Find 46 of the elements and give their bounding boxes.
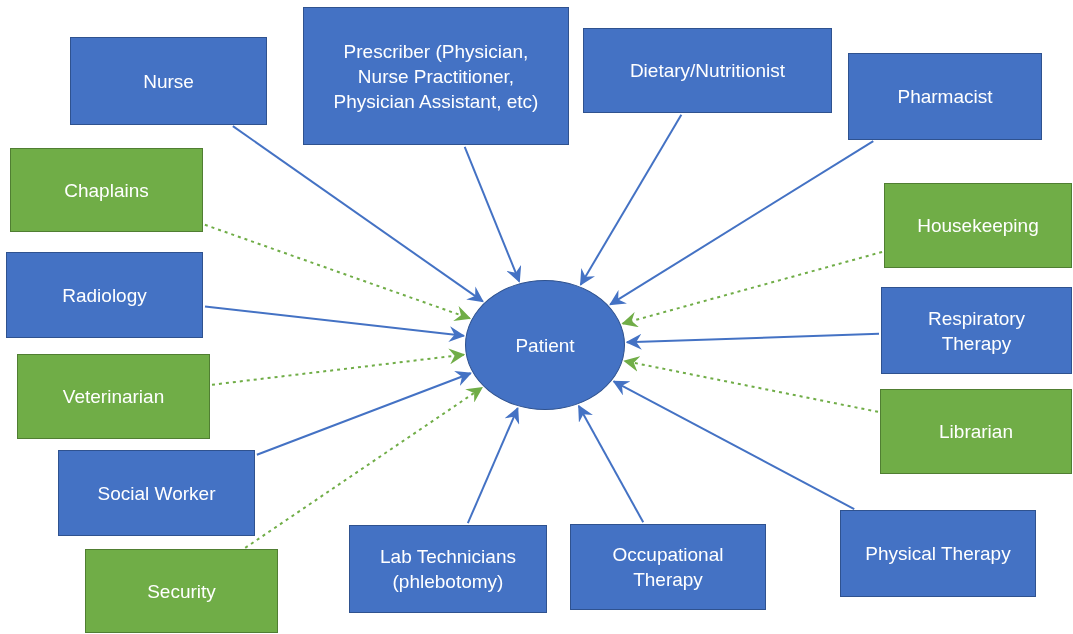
node-label: Dietary/Nutritionist [629, 59, 786, 83]
role-box [880, 389, 1072, 474]
role-box [583, 28, 832, 113]
arrow [466, 406, 520, 525]
role-box [840, 510, 1036, 597]
node-label: Occupational Therapy [611, 543, 725, 592]
arrow [625, 332, 880, 350]
arrow [621, 250, 884, 328]
node-label: Patient [515, 333, 575, 358]
node-label: Chaplains [64, 178, 149, 203]
role-box [70, 37, 267, 125]
node-label: Nurse [143, 69, 194, 94]
arrow [231, 125, 484, 303]
role-box [58, 450, 255, 536]
arrow [244, 386, 483, 549]
node-label: Housekeeping [917, 214, 1039, 238]
node-label: Radiology [62, 283, 147, 308]
arrow [255, 371, 472, 456]
node-label: Prescriber (Physician, Nurse Practitioner, Physician Assistant, etc) [332, 39, 540, 114]
role-box [570, 524, 766, 610]
node-label: Security [147, 579, 216, 604]
arrow [463, 145, 522, 283]
node-label: Respiratory Therapy [926, 306, 1027, 356]
role-box [881, 287, 1072, 374]
role-box [17, 354, 210, 439]
arrow [211, 348, 466, 386]
role-box [10, 148, 203, 232]
role-box [884, 183, 1072, 268]
node-label: Librarian [939, 420, 1013, 444]
node-label: Lab Technicians (phlebotomy) [379, 545, 517, 594]
role-box [6, 252, 203, 338]
arrow [579, 113, 683, 286]
node-label: Physical Therapy [865, 542, 1011, 566]
role-box [349, 525, 547, 613]
role-box [303, 7, 569, 145]
node-label: Pharmacist [897, 85, 993, 109]
role-box [848, 53, 1042, 140]
node-label: Social Worker [97, 481, 216, 506]
arrow [203, 223, 471, 322]
arrow [577, 404, 645, 524]
arrow [204, 305, 466, 343]
arrow [623, 356, 880, 413]
arrow [612, 380, 856, 511]
node-label: Veterinarian [62, 385, 165, 409]
role-box [85, 549, 278, 633]
arrow [609, 140, 875, 306]
